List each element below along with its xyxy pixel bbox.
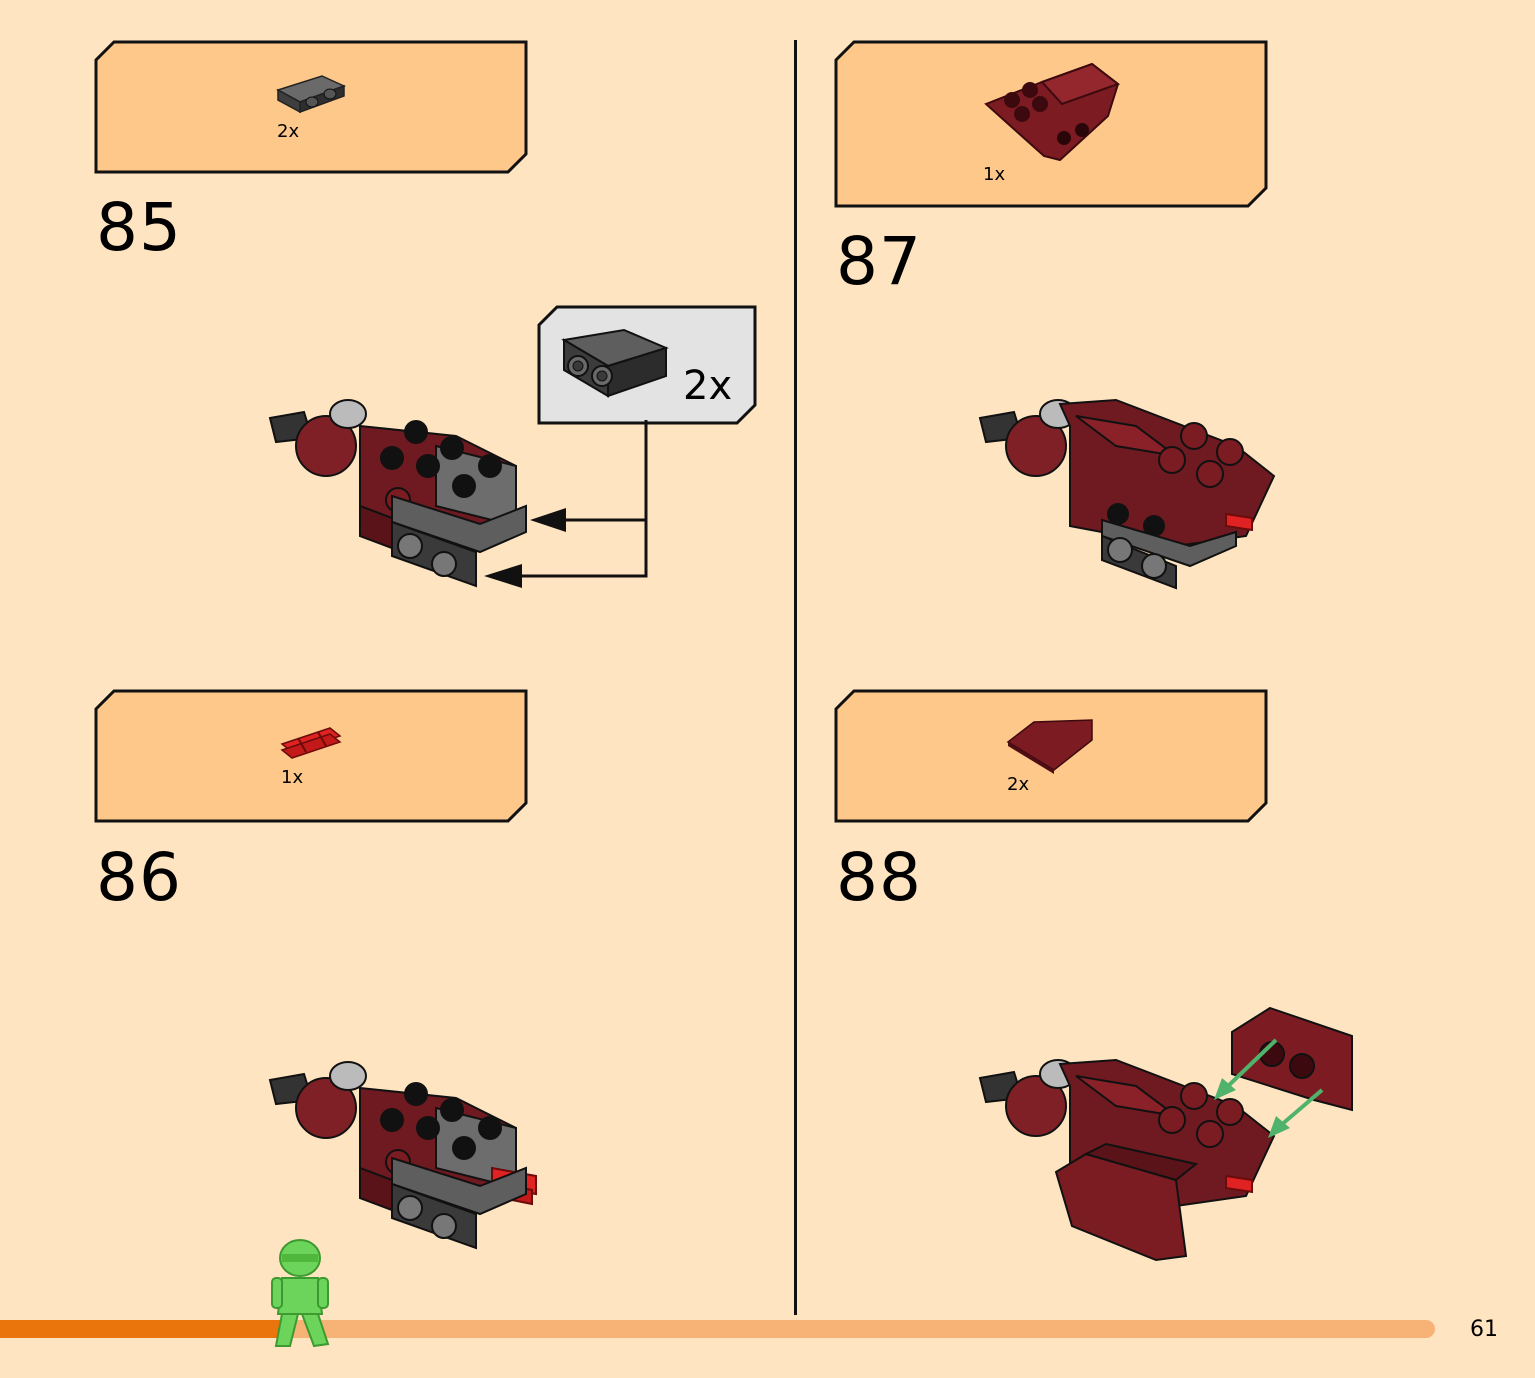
step-number: 87 (836, 223, 922, 300)
part-qty: 2x (277, 121, 300, 142)
progress-fill (0, 1320, 287, 1338)
part-qty: 1x (281, 767, 304, 788)
step-number: 85 (96, 189, 182, 266)
placement-arrows (484, 420, 648, 588)
step-number: 88 (836, 839, 922, 916)
column-divider (794, 40, 797, 1315)
part-qty: 2x (1007, 774, 1030, 795)
model-step-88 (978, 1006, 1353, 1262)
page-number: 61 (1470, 1317, 1498, 1342)
dark-red-wedge-icon (984, 62, 1121, 162)
dark-red-wedge-plate-icon (1006, 719, 1093, 774)
model-step-86 (268, 1061, 537, 1250)
dark-gray-bracket-icon (561, 328, 669, 398)
step-number: 86 (96, 839, 182, 916)
progress-track (0, 1320, 1435, 1338)
model-step-85 (268, 399, 527, 588)
model-step-87 (978, 398, 1276, 590)
red-dynamite-icon (280, 727, 342, 759)
part-qty: 1x (983, 164, 1006, 185)
callout-qty: 2x (683, 363, 733, 409)
parts-box-86 (94, 689, 528, 823)
dark-gray-bracket-icon (276, 75, 346, 114)
ninja-figure-icon (271, 1239, 330, 1348)
